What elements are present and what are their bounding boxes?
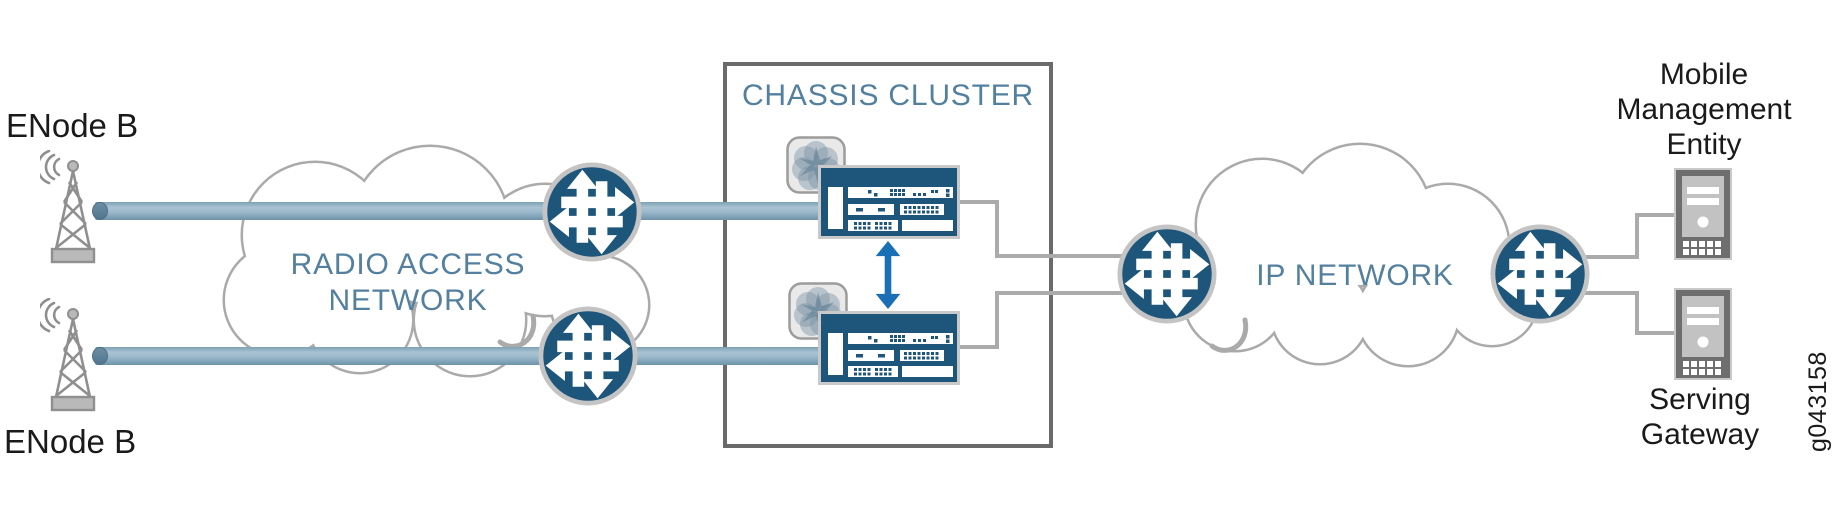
mobile-management-entity-label: Mobile Management Entity xyxy=(1584,57,1824,162)
enodeb-antenna-icon-top xyxy=(40,150,96,264)
enodeb-bottom-label: ENode B xyxy=(4,423,137,460)
mme-label-line3: Entity xyxy=(1666,128,1742,161)
juniper-router-icon-ran-top xyxy=(542,162,642,262)
ran-label-line2: NETWORK xyxy=(328,284,488,317)
juniper-router-icon-ran-bottom xyxy=(538,306,638,406)
enodeb-antenna-icon-bottom xyxy=(40,298,96,412)
enodeb-top-label: ENode B xyxy=(6,107,139,144)
figure-id-label: g043158 xyxy=(1804,351,1832,452)
mme-label-line2: Management xyxy=(1616,93,1792,126)
double-arrow-icon xyxy=(875,240,901,310)
ip-network-label: IP NETWORK xyxy=(1256,259,1454,292)
juniper-router-icon-ip-left xyxy=(1117,224,1217,324)
srx-chassis-icon-node1 xyxy=(818,311,960,385)
server-tower-icon-mme xyxy=(1674,168,1732,260)
juniper-router-icon-ip-right xyxy=(1490,224,1590,324)
radio-access-network-label: RADIO ACCESS NETWORK xyxy=(228,247,588,319)
link-pipe-top xyxy=(92,202,823,220)
mme-label-line1: Mobile xyxy=(1659,58,1749,91)
server-tower-icon-sgw xyxy=(1674,288,1732,380)
srx-chassis-icon-node0 xyxy=(818,165,960,239)
serving-gateway-label: Serving Gateway xyxy=(1580,382,1820,452)
link-pipe-bottom xyxy=(92,347,823,365)
chassis-cluster-title: CHASSIS CLUSTER xyxy=(741,79,1035,112)
pipe-cap xyxy=(92,347,108,365)
sgw-label-line1: Serving xyxy=(1649,383,1751,416)
sgw-label-line2: Gateway xyxy=(1640,418,1760,451)
ran-label-line1: RADIO ACCESS xyxy=(290,248,526,281)
pipe-cap xyxy=(92,202,108,220)
